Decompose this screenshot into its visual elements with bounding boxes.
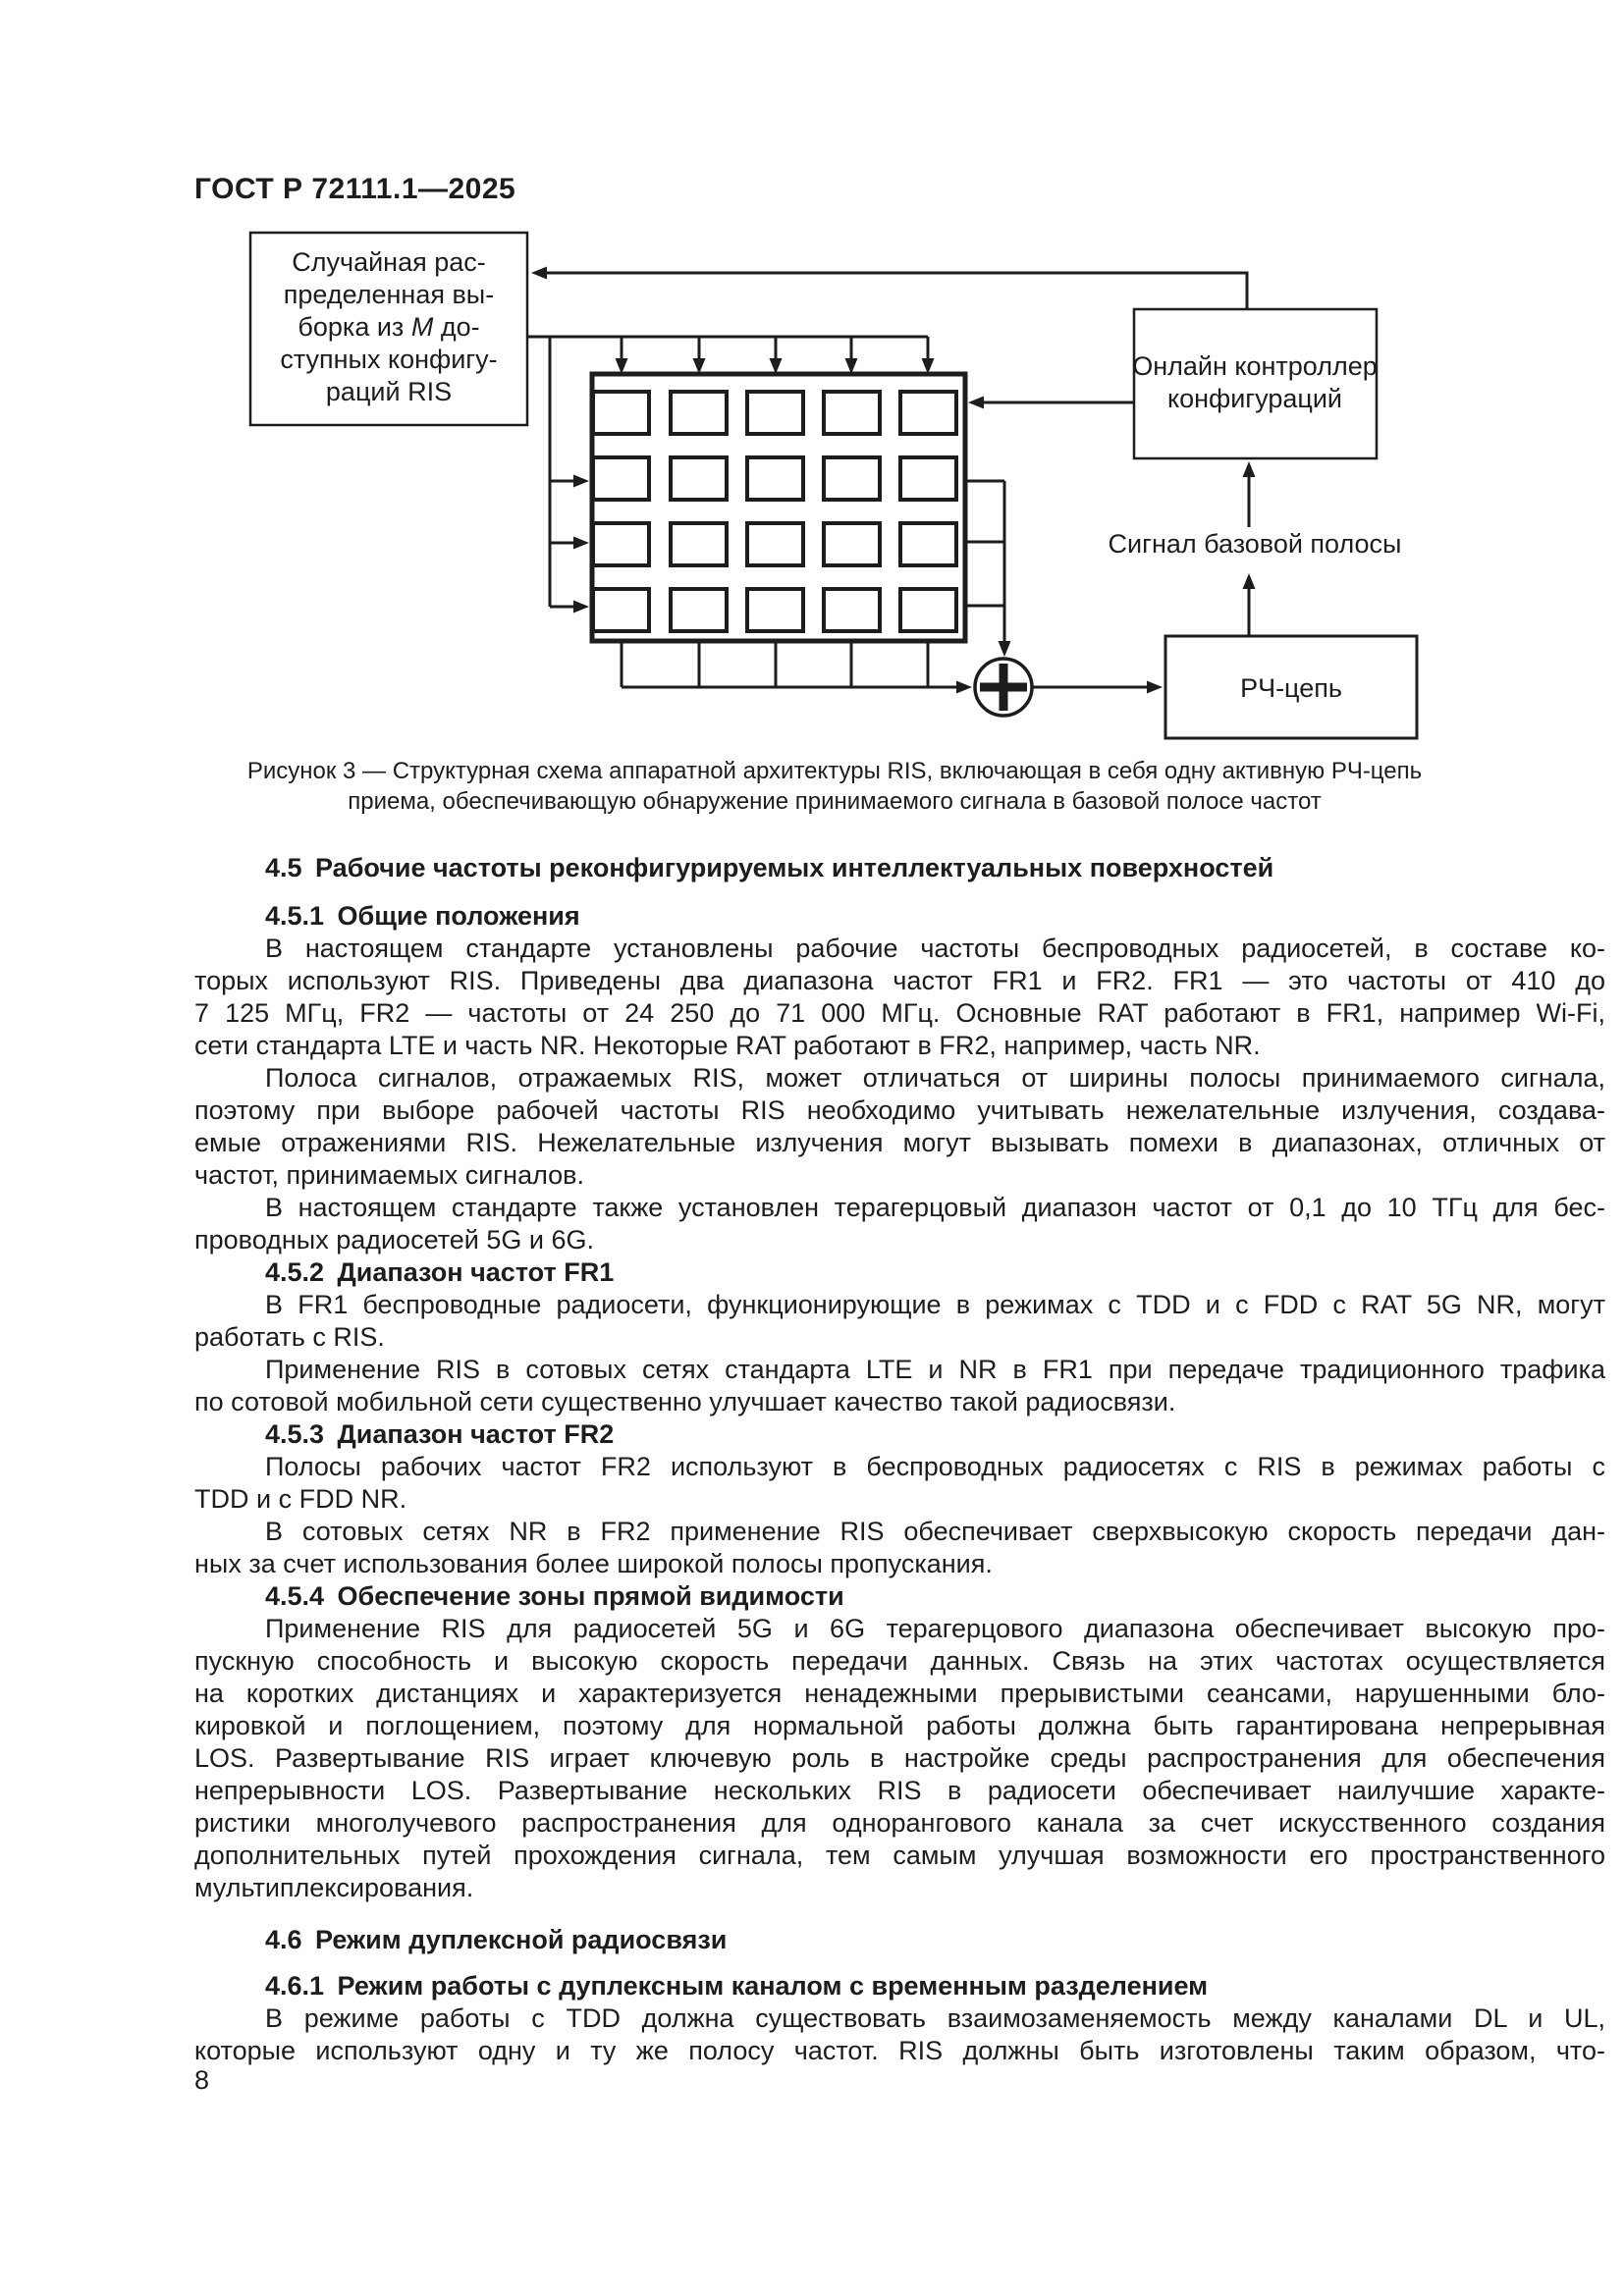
paragraph-line: непрерывности LOS. Развертывание несколь…	[194, 1776, 1605, 1805]
ris-element-cell	[898, 455, 958, 502]
paragraph-line: В режиме работы с TDD должна существоват…	[265, 2003, 1605, 2033]
arrowhead-icon	[998, 641, 1011, 657]
connector-lines	[527, 271, 1251, 689]
paragraph: В настоящем стандарте установлены рабочи…	[194, 933, 1605, 1062]
paragraph: Применение RIS в сотовых сетях стандарта…	[194, 1354, 1605, 1418]
paragraph-line: поэтому при выборе рабочей частоты RIS н…	[194, 1095, 1605, 1125]
baseband-signal-label: Сигнал базовой полосы	[1109, 529, 1402, 559]
ris-element-cell	[822, 455, 882, 502]
arrowhead-icon	[531, 266, 547, 280]
paragraph-line: В настоящем стандарте также установлен т…	[265, 1193, 1605, 1222]
arrowhead-icon	[921, 358, 935, 374]
ris-element-cell	[745, 455, 805, 502]
ris-element-cell	[591, 455, 651, 502]
arrowhead-icon	[692, 358, 706, 374]
connector-line	[539, 271, 1249, 309]
paragraph-line: Применение RIS для радиосетей 5G и 6G те…	[265, 1614, 1605, 1643]
paragraph-line: В сотовых сетях NR в FR2 применение RIS …	[265, 1517, 1605, 1546]
paragraph-line: по сотовой мобильной сети существенно ул…	[194, 1387, 1176, 1416]
ris-element-cell	[898, 390, 958, 436]
paragraph: В настоящем стандарте также установлен т…	[194, 1192, 1605, 1256]
ris-element-cell	[822, 390, 882, 436]
rf-chain-box	[1164, 634, 1419, 740]
arrowhead-icon	[956, 680, 972, 694]
paragraph-line: В FR1 беспроводные радиосети, функционир…	[265, 1290, 1605, 1319]
paragraph: В FR1 беспроводные радиосети, функционир…	[194, 1289, 1605, 1354]
arrowhead-icon	[615, 358, 628, 374]
section-heading-4-5-1: 4.5.1 Общие положения	[265, 901, 580, 931]
ris-element-cell	[745, 521, 805, 567]
ris-element-cell	[669, 521, 729, 567]
arrowhead-icon	[573, 536, 589, 550]
arrowhead-icon	[1147, 680, 1163, 694]
ris-element-cell	[822, 521, 882, 567]
document-body: 4.5 Рабочие частоты реконфигурируемых ин…	[194, 852, 1605, 2067]
figure-caption-line: Рисунок 3 — Структурная схема аппаратной…	[246, 758, 1423, 784]
ris-element-cell	[669, 390, 729, 436]
paragraph-line: на коротких дистанциях и характеризуется…	[194, 1679, 1605, 1708]
arrowheads	[531, 266, 1256, 694]
ris-element-cell	[591, 587, 651, 633]
random-config-box-label: Случайная рас-пределенная вы-борка из М …	[280, 247, 497, 406]
ris-elements-grid	[591, 390, 958, 633]
online-controller-box	[1132, 307, 1379, 460]
section-heading-4-5-2: 4.5.2 Диапазон частот FR1	[265, 1257, 615, 1287]
paragraph-line: Полосы рабочих частот FR2 используют в б…	[265, 1452, 1605, 1481]
ris-element-cell	[745, 587, 805, 633]
paragraph-line: TDD и с FDD NR.	[194, 1484, 407, 1514]
paragraph-line: которые используют одну и ту же полосу ч…	[194, 2036, 1605, 2065]
paragraph-line: В настоящем стандарте установлены рабочи…	[265, 934, 1605, 963]
ris-element-cell	[822, 587, 882, 633]
ris-element-cell	[591, 521, 651, 567]
arrowhead-icon	[1242, 573, 1256, 589]
ris-element-cell	[898, 521, 958, 567]
paragraph-line: LOS. Развертывание RIS играет ключевую р…	[194, 1743, 1605, 1773]
paragraph-line: мультиплексирования.	[194, 1873, 474, 1902]
random-config-box	[248, 231, 529, 427]
page-number: 8	[194, 2065, 210, 2095]
paragraph-line: дополнительных путей прохождения сигнала…	[194, 1841, 1605, 1870]
paragraph-line: работать с RIS.	[194, 1322, 385, 1352]
paragraph-line: емые отражениями RIS. Нежелательные излу…	[194, 1128, 1605, 1157]
arrowhead-icon	[769, 358, 783, 374]
paragraph: В сотовых сетях NR в FR2 применение RIS …	[194, 1516, 1605, 1580]
paragraph: Полосы рабочих частот FR2 используют в б…	[194, 1451, 1605, 1516]
paragraph-line: сети стандарта LTE и часть NR. Некоторые…	[194, 1031, 1261, 1060]
arrowhead-icon	[844, 358, 858, 374]
paragraph-line: пускную способность и высокую скорость п…	[194, 1646, 1605, 1676]
arrowhead-icon	[1242, 461, 1256, 477]
paragraph-line: Полоса сигналов, отражаемых RIS, может о…	[265, 1063, 1605, 1093]
paragraph-line: Применение RIS в сотовых сетях стандарта…	[265, 1355, 1605, 1384]
figure-caption-line: приема, обеспечивающую обнаружение прини…	[348, 788, 1322, 815]
figure-caption: Рисунок 3 — Структурная схема аппаратной…	[128, 756, 1542, 817]
arrowhead-icon	[573, 474, 589, 488]
section-heading-4-5-4: 4.5.4 Обеспечение зоны прямой видимости	[265, 1581, 844, 1611]
section-heading-4-6-1: 4.6.1 Режим работы с дуплексным каналом …	[265, 1971, 1209, 2001]
document-number: ГОСТ Р 72111.1—2025	[194, 173, 516, 205]
paragraph-line: ных за счет использования более широкой …	[194, 1549, 993, 1578]
figure-3-diagram: Случайная рас-пределенная вы-борка из М …	[248, 231, 1419, 740]
section-heading-4-5-3: 4.5.3 Диапазон частот FR2	[265, 1419, 615, 1449]
paragraph-line: частот, принимаемых сигналов.	[194, 1160, 584, 1190]
section-heading-4-5: 4.5 Рабочие частоты реконфигурируемых ин…	[265, 853, 1274, 882]
paragraph-line: проводных радиосетей 5G и 6G.	[194, 1225, 594, 1255]
arrowhead-icon	[573, 600, 589, 614]
arrowhead-icon	[968, 396, 984, 409]
rf-chain-label: РЧ-цепь	[1240, 673, 1342, 703]
ris-element-cell	[669, 455, 729, 502]
ris-element-cell	[669, 587, 729, 633]
paragraph: Полоса сигналов, отражаемых RIS, может о…	[194, 1062, 1605, 1192]
paragraph: В режиме работы с TDD должна существоват…	[194, 2002, 1605, 2067]
section-heading-4-6: 4.6 Режим дуплексной радиосвязи	[265, 1925, 728, 1954]
ris-element-cell	[898, 587, 958, 633]
plus-icon	[980, 664, 1027, 711]
paragraph-line: 7 125 МГц, FR2 — частоты от 24 250 до 71…	[194, 998, 1605, 1028]
paragraph-line: торых используют RIS. Приведены два диап…	[194, 966, 1605, 995]
ris-element-cell	[591, 390, 651, 436]
paragraph: Применение RIS для радиосетей 5G и 6G те…	[194, 1613, 1605, 1904]
paragraph-line: кировкой и поглощением, поэтому для норм…	[194, 1711, 1605, 1740]
paragraph-line: ристики многолучевого распространения дл…	[194, 1808, 1605, 1838]
ris-element-cell	[745, 390, 805, 436]
